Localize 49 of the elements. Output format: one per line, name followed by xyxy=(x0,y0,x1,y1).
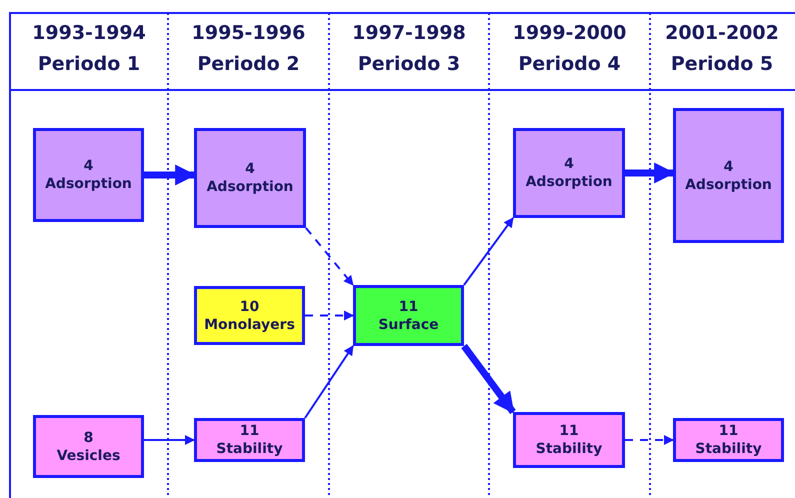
year-range-label: 2001-2002 xyxy=(664,22,780,44)
topic-box xyxy=(194,418,305,462)
arrow xyxy=(461,344,516,414)
year-range-label: 1999-2000 xyxy=(512,22,628,44)
topic-count: 4 xyxy=(724,158,734,176)
topic-box xyxy=(194,128,306,228)
year-range-label: 1993-1994 xyxy=(31,22,147,44)
topic-name: Stability xyxy=(216,440,283,458)
topic-count: 11 xyxy=(240,422,260,440)
period-label: Periodo 5 xyxy=(670,53,774,75)
arrow xyxy=(305,227,354,286)
period-label: Periodo 3 xyxy=(356,53,462,75)
arrow xyxy=(305,310,354,320)
arrow xyxy=(463,217,514,286)
arrow xyxy=(144,435,195,445)
topic-name: Surface xyxy=(378,316,439,334)
topic-name: Stability xyxy=(536,440,602,458)
arrow xyxy=(625,435,674,445)
topic-name: Adsorption xyxy=(45,175,132,193)
period-label: Periodo 4 xyxy=(517,53,622,75)
topic-box xyxy=(513,128,625,218)
topic-box xyxy=(194,286,305,345)
year-range-label: 1997-1998 xyxy=(351,22,467,44)
period-label: Periodo 1 xyxy=(36,53,142,75)
topic-name: Vesicles xyxy=(56,446,120,464)
topic-box xyxy=(673,418,784,462)
topic-count: 10 xyxy=(240,298,260,316)
topic-count: 4 xyxy=(84,157,94,175)
arrow xyxy=(144,164,196,186)
topic-count: 4 xyxy=(245,160,255,178)
topic-box xyxy=(33,128,144,222)
topic-count: 8 xyxy=(84,428,94,446)
year-range-label: 1995-1996 xyxy=(190,22,306,44)
topic-box xyxy=(33,415,144,478)
topic-name: Adsorption xyxy=(206,178,294,196)
topic-name: Monolayers xyxy=(204,316,295,334)
arrow xyxy=(304,345,354,419)
topic-name: Stability xyxy=(695,440,762,458)
topic-box xyxy=(513,412,625,468)
topic-name: Adsorption xyxy=(526,173,612,191)
topic-box xyxy=(353,285,464,346)
topic-box xyxy=(673,108,784,243)
arrow xyxy=(625,162,676,184)
topic-count: 11 xyxy=(398,298,418,316)
topic-name: Adsorption xyxy=(685,176,772,194)
topic-count: 11 xyxy=(718,422,738,440)
topic-count: 4 xyxy=(564,155,574,173)
period-label: Periodo 2 xyxy=(196,53,301,75)
topic-count: 11 xyxy=(559,422,579,440)
